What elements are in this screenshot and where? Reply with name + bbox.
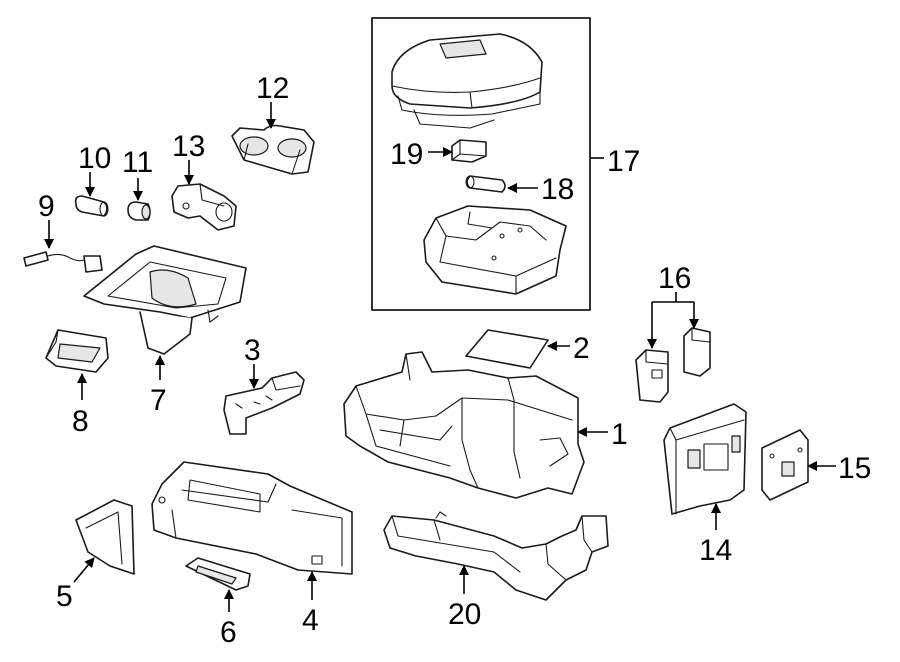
- receptacle-bracket[interactable]: [761, 429, 809, 501]
- callout-4[interactable]: 4: [302, 604, 319, 637]
- callout-20[interactable]: 20: [448, 598, 481, 631]
- cupholder-bracket[interactable]: [171, 183, 237, 231]
- console-housing[interactable]: [343, 351, 585, 499]
- callout-8[interactable]: 8: [72, 405, 89, 438]
- callout-1[interactable]: 1: [611, 418, 628, 451]
- callout-3[interactable]: 3: [244, 334, 261, 367]
- callout-10[interactable]: 10: [78, 142, 111, 175]
- usb-harness[interactable]: [23, 251, 103, 273]
- floor-support[interactable]: [383, 511, 609, 601]
- module-pair[interactable]: [635, 327, 711, 403]
- side-bracket[interactable]: [223, 371, 305, 435]
- leader-5: [73, 557, 95, 583]
- callout-2[interactable]: 2: [573, 332, 590, 365]
- callout-19[interactable]: 19: [390, 138, 423, 171]
- callout-14[interactable]: 14: [699, 534, 732, 567]
- callout-11[interactable]: 11: [122, 146, 153, 179]
- callout-9[interactable]: 9: [38, 190, 55, 223]
- small-insert[interactable]: [185, 557, 251, 591]
- pad[interactable]: [465, 329, 549, 369]
- callout-5[interactable]: 5: [56, 580, 73, 613]
- rear-panel[interactable]: [663, 403, 747, 515]
- cupholder-insert[interactable]: [231, 124, 315, 175]
- hinge-pin[interactable]: [465, 175, 506, 193]
- armrest-base[interactable]: [423, 205, 567, 295]
- armrest-assembly-frame: [371, 17, 591, 311]
- storage-tray[interactable]: [45, 329, 109, 373]
- callout-6[interactable]: 6: [220, 616, 237, 649]
- cap[interactable]: [127, 201, 151, 221]
- plug[interactable]: [74, 195, 109, 217]
- callout-12[interactable]: 12: [256, 72, 289, 105]
- callout-18[interactable]: 18: [541, 173, 574, 206]
- shifter-bezel[interactable]: [83, 245, 247, 355]
- leader-16: [652, 292, 694, 303]
- latch[interactable]: [451, 139, 487, 163]
- callout-15[interactable]: 15: [838, 452, 871, 485]
- callout-17[interactable]: 17: [607, 145, 640, 178]
- callout-16[interactable]: 16: [658, 262, 691, 295]
- armrest-lid[interactable]: [391, 33, 543, 129]
- side-panel[interactable]: [151, 461, 353, 575]
- callout-7[interactable]: 7: [150, 384, 167, 417]
- callout-13[interactable]: 13: [172, 130, 205, 163]
- corner-trim[interactable]: [75, 499, 135, 575]
